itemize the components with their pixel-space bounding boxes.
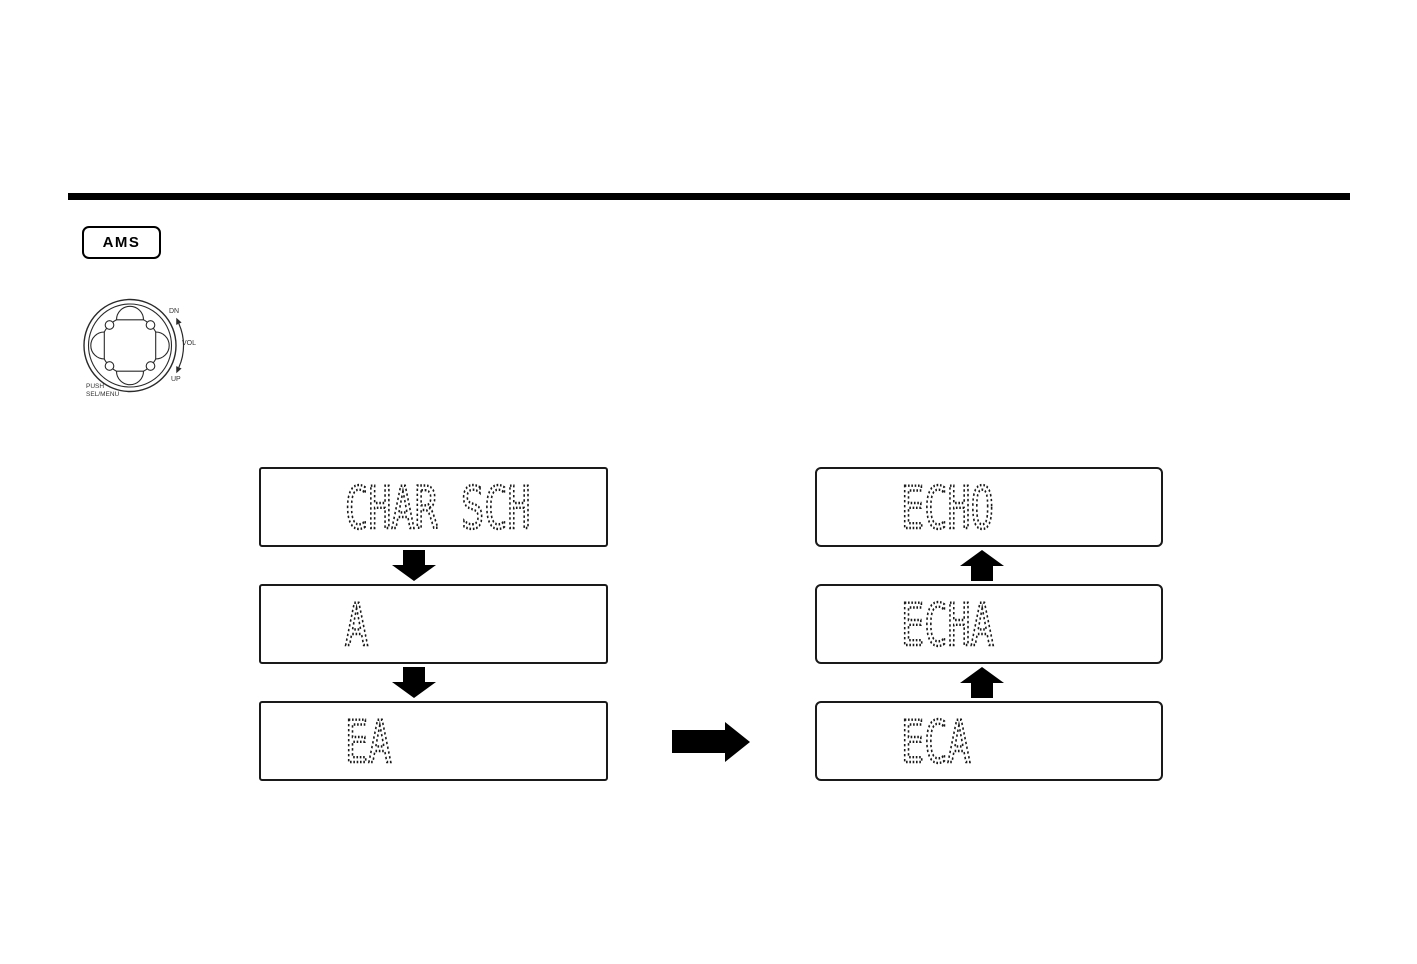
dial-dot-ne	[145, 320, 156, 330]
dial-grip-top	[115, 305, 145, 321]
display-char-sch-text: CHAR SCH	[345, 474, 531, 542]
dial-dot-se	[145, 361, 156, 371]
display-a: A	[259, 584, 608, 664]
dial-grip-bottom	[115, 370, 145, 386]
dial-rotation-arc	[178, 323, 185, 368]
dial-grip-right	[155, 331, 170, 360]
section-divider-rule	[68, 193, 1350, 200]
dial-grip-left	[90, 331, 105, 360]
dial-label-up: UP	[171, 376, 181, 383]
dial-caption-push: PUSH	[86, 383, 104, 390]
display-ea: EA	[259, 701, 608, 781]
display-ea-text: EA	[345, 708, 391, 776]
display-echa: ECHA	[815, 584, 1163, 664]
dial-dot-nw	[104, 320, 115, 330]
display-char-sch: CHAR SCH	[259, 467, 608, 547]
display-echa-text: ECHA	[901, 591, 994, 659]
dial-outer-ring	[83, 298, 177, 393]
up-arrow-icon	[960, 550, 1004, 581]
down-arrow-icon	[392, 667, 436, 698]
arc-arrowhead-up-icon	[176, 317, 182, 325]
display-echo-text: ECHO	[901, 474, 994, 542]
dial-caption-sel-menu: SEL/MENU	[86, 391, 120, 398]
dial-drawing: DN VOL UP PUSH SEL/MENU	[83, 298, 196, 398]
dial-mid-ring	[87, 303, 173, 388]
dial-label-dn: DN	[169, 308, 179, 315]
dial-dot-sw	[104, 361, 115, 371]
rotary-dial-illustration: DN VOL UP PUSH SEL/MENU	[78, 296, 200, 402]
ams-button-illustration: AMS	[82, 226, 161, 259]
display-eca-text: ECA	[901, 708, 971, 776]
right-arrow-icon	[672, 722, 750, 762]
ams-button-label: AMS	[102, 234, 141, 251]
display-a-text: A	[345, 591, 368, 659]
up-arrow-icon	[960, 667, 1004, 698]
display-echo: ECHO	[815, 467, 1163, 547]
display-eca: ECA	[815, 701, 1163, 781]
dial-label-vol: VOL	[182, 340, 196, 347]
arc-arrowhead-down-icon	[176, 366, 182, 374]
down-arrow-icon	[392, 550, 436, 581]
